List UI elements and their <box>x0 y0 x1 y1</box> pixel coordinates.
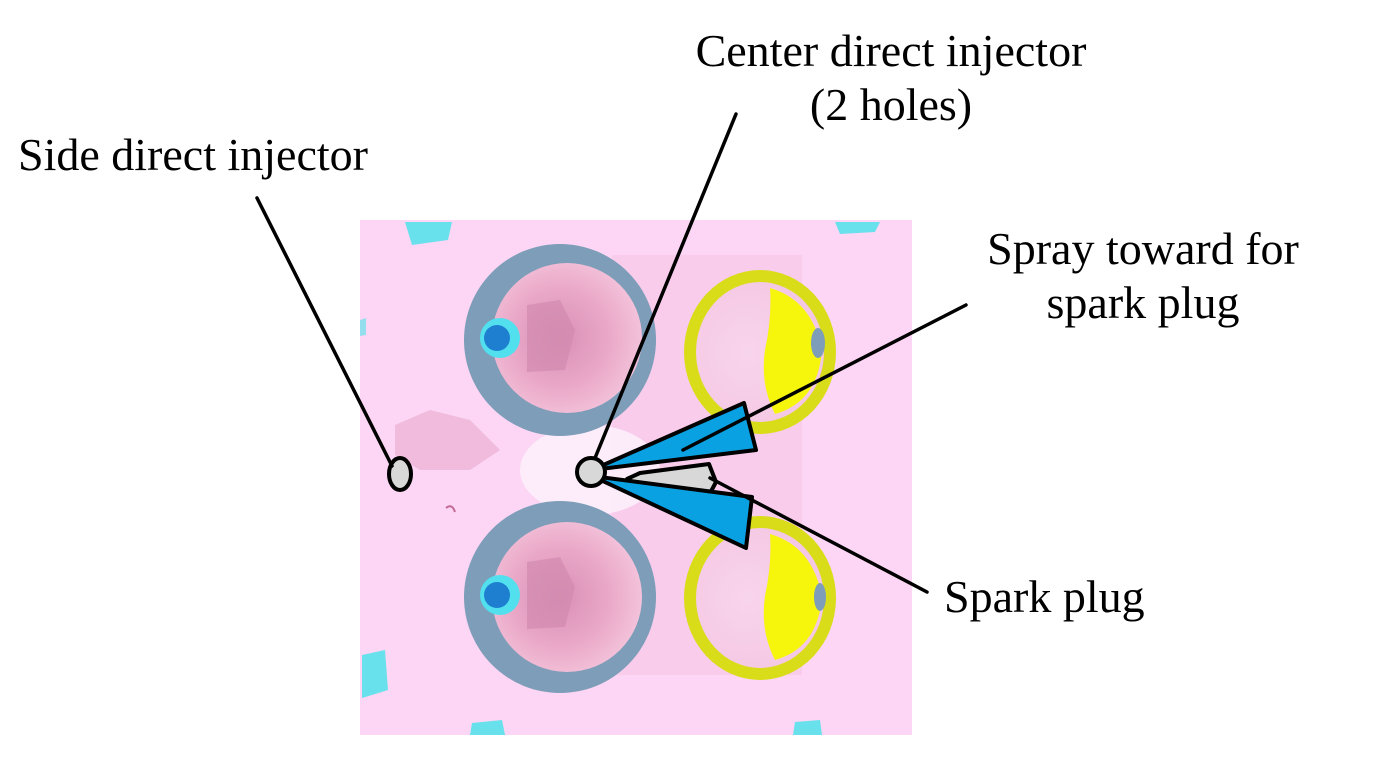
cyan-patch <box>470 720 505 735</box>
leader-line-side-injector <box>255 196 394 468</box>
exhaust-valve-bottom <box>684 516 836 680</box>
label-center-direct-injector: Center direct injector (2 holes) <box>606 24 1176 132</box>
label-spray-line1: Spray toward for <box>987 223 1299 274</box>
label-side-direct-injector: Side direct injector <box>18 128 368 182</box>
cyan-patch <box>362 650 388 698</box>
leader-line-spray <box>681 303 968 452</box>
label-spray-toward-spark-plug: Spray toward for spark plug <box>918 222 1368 330</box>
cyan-patch <box>793 720 822 735</box>
label-center-injector-line1: Center direct injector <box>695 25 1087 76</box>
leader-line-center-injector <box>593 112 738 460</box>
cyan-patch <box>360 318 366 336</box>
intake-valve-top <box>464 244 656 436</box>
cyan-patch <box>835 222 880 234</box>
label-spark-plug: Spark plug <box>944 570 1145 624</box>
label-side-injector-text: Side direct injector <box>18 129 368 180</box>
spray-plume-lower <box>590 474 754 550</box>
leader-line-spark-plug <box>708 476 929 594</box>
cyan-patch <box>405 222 452 245</box>
exhaust-valve-top <box>684 270 836 434</box>
label-spark-plug-text: Spark plug <box>944 571 1145 622</box>
intake-valve-bottom <box>464 501 656 693</box>
label-center-injector-line2: (2 holes) <box>809 79 973 130</box>
center-direct-injector <box>575 456 607 488</box>
side-direct-injector <box>387 456 413 492</box>
label-spray-line2: spark plug <box>1046 277 1240 328</box>
spray-plume-upper <box>590 401 758 472</box>
